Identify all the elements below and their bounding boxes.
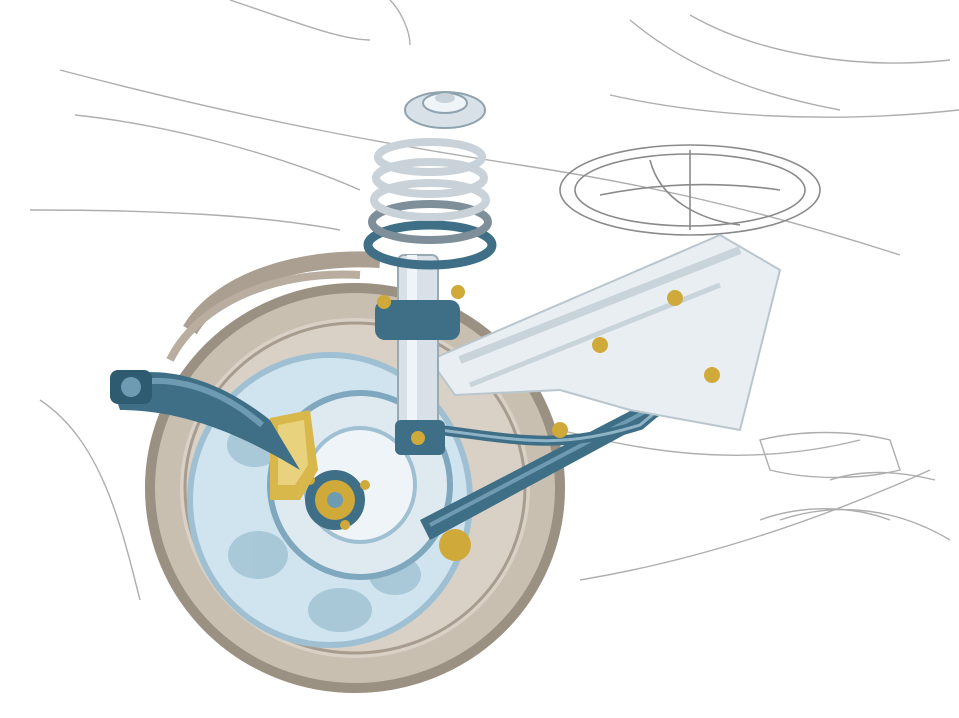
top-mount bbox=[404, 91, 486, 129]
brake-caliper bbox=[270, 410, 318, 500]
strut-damper bbox=[375, 254, 460, 455]
steering-wheel-outline bbox=[559, 144, 821, 236]
coil-spring bbox=[363, 138, 497, 270]
subframe bbox=[428, 233, 782, 438]
anti-roll-bar bbox=[435, 370, 705, 446]
mount-bolts bbox=[377, 285, 465, 445]
lower-control-arm bbox=[110, 370, 300, 470]
